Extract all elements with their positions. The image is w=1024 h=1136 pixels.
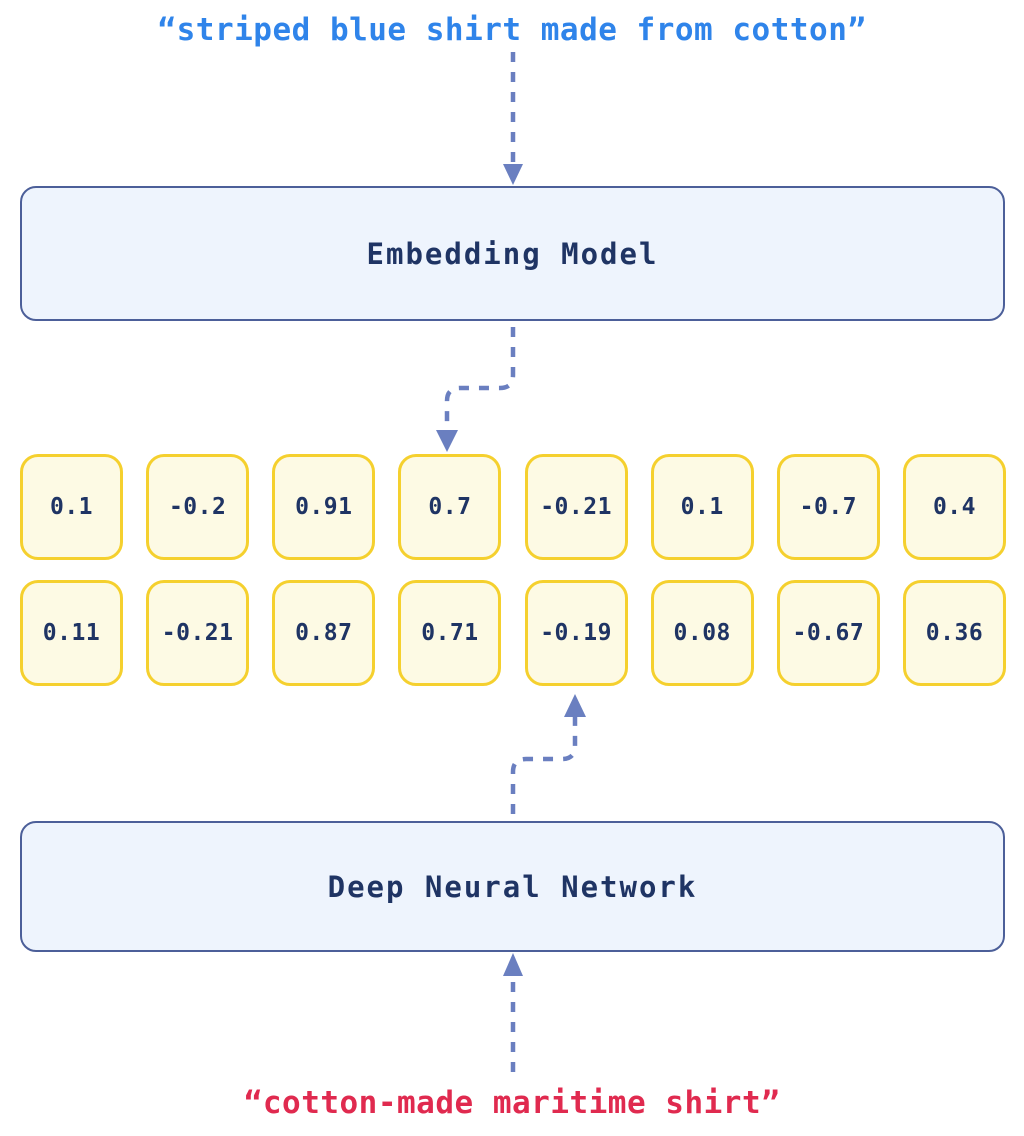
embedding-model-label: Embedding Model <box>366 236 659 271</box>
vector-cell[interactable]: -0.21 <box>146 580 250 686</box>
vector-cell[interactable]: 0.4 <box>902 454 1006 560</box>
query-text-red: “cotton-made maritime shirt” <box>243 1085 781 1121</box>
arrow-text-to-embedding-model <box>503 52 523 185</box>
vector-cell[interactable]: 0.87 <box>272 580 376 686</box>
vector-cell[interactable]: 0.1 <box>650 454 754 560</box>
vector-cell[interactable]: 0.11 <box>20 580 123 686</box>
query-text-blue: “striped blue shirt made from cotton” <box>157 12 867 48</box>
embedding-model-box[interactable]: Embedding Model <box>20 186 1005 321</box>
arrow-dnn-to-vector <box>510 694 586 814</box>
vector-cell[interactable]: -0.2 <box>146 454 250 560</box>
vector-cell[interactable]: 0.1 <box>20 454 123 560</box>
arrow-embedding-model-to-vector <box>436 327 516 452</box>
embedding-vector-bottom: 0.11 -0.21 0.87 0.71 -0.19 0.08 -0.67 0.… <box>20 580 1006 686</box>
embedding-vector-top: 0.1 -0.2 0.91 0.7 -0.21 0.1 -0.7 0.4 <box>20 454 1006 560</box>
vector-cell[interactable]: -0.67 <box>776 580 880 686</box>
deep-neural-network-box[interactable]: Deep Neural Network <box>20 821 1005 952</box>
arrow-text-to-dnn <box>503 953 523 1072</box>
vector-cell[interactable]: 0.08 <box>650 580 754 686</box>
vector-cell[interactable]: 0.7 <box>398 454 502 560</box>
vector-cell[interactable]: 0.71 <box>398 580 502 686</box>
vector-cell[interactable]: 0.91 <box>272 454 376 560</box>
vector-cell[interactable]: 0.36 <box>902 580 1006 686</box>
vector-cell[interactable]: -0.21 <box>524 454 628 560</box>
deep-neural-network-label: Deep Neural Network <box>327 869 698 904</box>
vector-cell[interactable]: -0.7 <box>776 454 880 560</box>
vector-cell[interactable]: -0.19 <box>524 580 628 686</box>
